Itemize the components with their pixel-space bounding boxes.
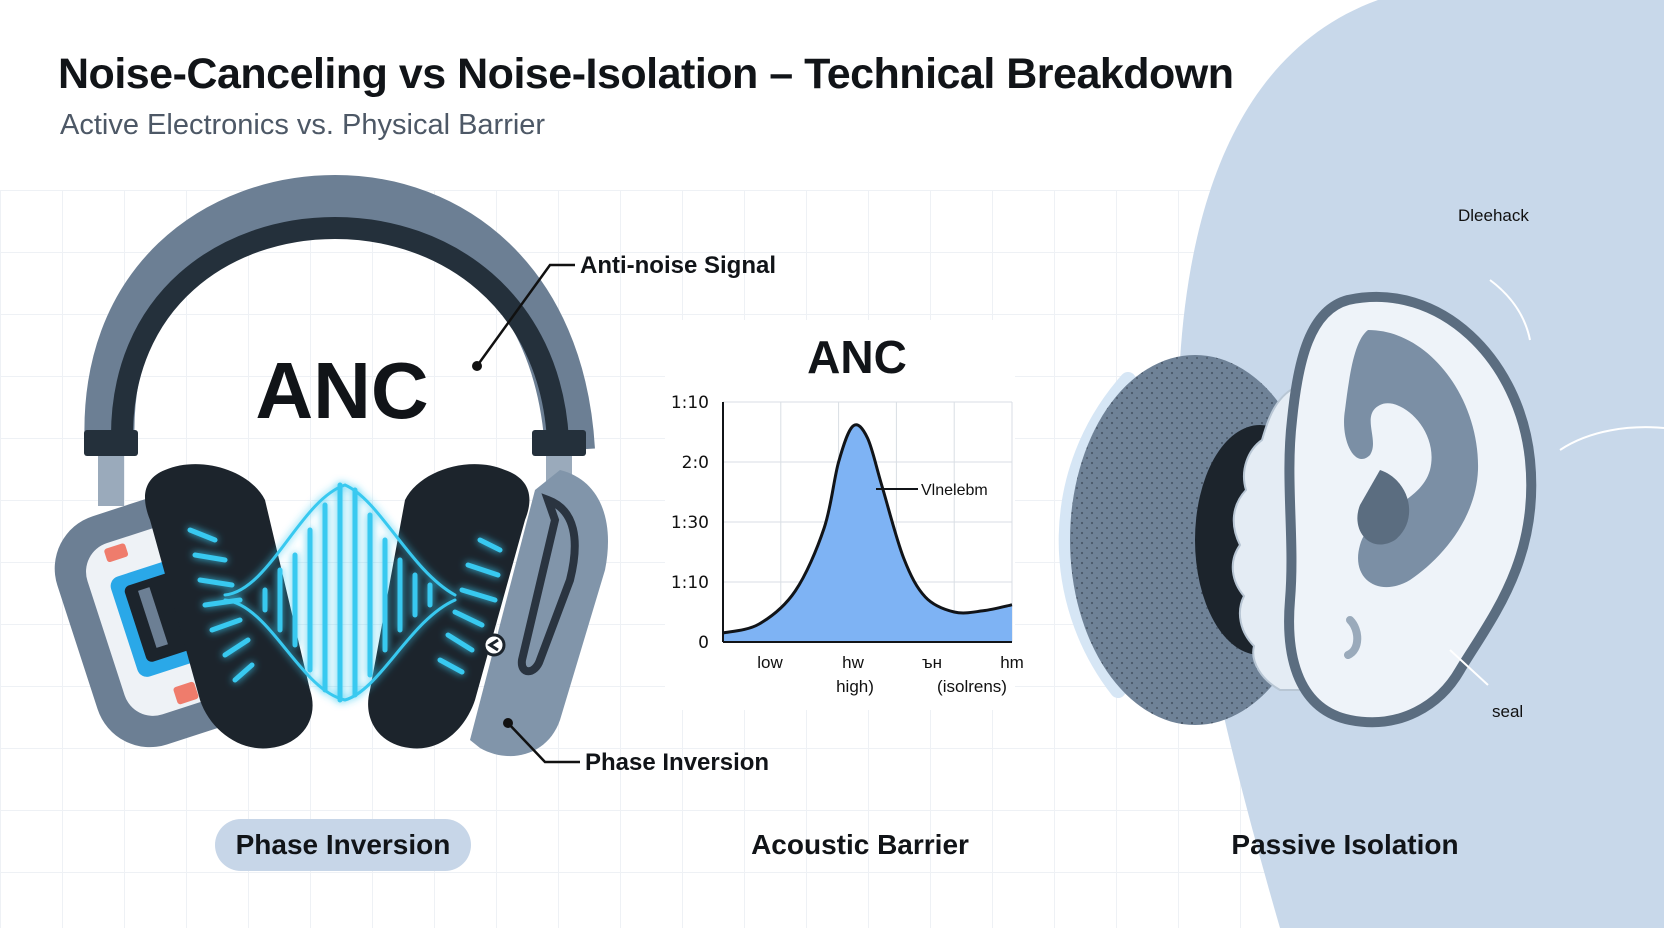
caption-passive-isolation: Passive Isolation (1231, 829, 1459, 860)
chart-x-tick-label: low (757, 653, 783, 672)
chart-line (722, 423, 1013, 635)
chart-x-tick-label: hw (842, 653, 864, 672)
chart-title: ANC (807, 331, 907, 383)
chart-x-tick-sublabel: high) (836, 677, 874, 696)
chart-x-tick-label: ън (922, 653, 942, 672)
anc-headphones-illustration: ANC Anti-noise Signal Phase Inversion (54, 174, 776, 776)
page-subtitle: Active Electronics vs. Physical Barrier (60, 109, 546, 141)
ear-label-top: Dleehack (1458, 206, 1529, 225)
chart-y-tick-label: 0 (698, 633, 709, 653)
chart-x-tick-sublabel: (isolrens) (937, 677, 1007, 696)
chart-x-tick-label: hm (1000, 653, 1024, 672)
anc-label: ANC (255, 346, 428, 435)
callout-line-top (475, 263, 575, 367)
anc-chart: ANC 0 1:10 1:30 2:0 1:10 low hw high) ън (isolre… (665, 320, 1024, 710)
callout-anti-noise-signal: Anti-noise Signal (580, 252, 776, 279)
chart-y-tick-label: 1:10 (671, 393, 709, 413)
chart-y-tick-label: 1:30 (671, 513, 709, 533)
chart-x-ticks: low hw high) ън (isolrens) hm (757, 653, 1024, 696)
chart-y-tick-label: 1:10 (671, 573, 709, 593)
peak-label: Vlnelebm (921, 482, 988, 499)
right-earpad (368, 464, 530, 749)
left-earpad (145, 464, 313, 749)
callout-phase-inversion: Phase Inversion (585, 749, 769, 776)
page-title: Noise-Canceling vs Noise-Isolation – Tec… (58, 50, 1234, 98)
passive-isolation-illustration: Dleehack seal (1058, 0, 1664, 928)
ear-label-seal: seal (1492, 702, 1523, 721)
headband (84, 174, 595, 452)
anti-noise-wave (187, 482, 503, 703)
ear-canal (1357, 470, 1410, 545)
caption-phase-inversion: Phase Inversion (215, 819, 471, 871)
chart-y-ticks: 0 1:10 1:30 2:0 1:10 (671, 393, 709, 653)
chart-y-tick-label: 2:0 (682, 453, 709, 473)
caption-acoustic-barrier: Acoustic Barrier (751, 829, 969, 860)
chart-area (723, 424, 1012, 642)
sound-wave-arc (1058, 372, 1136, 698)
callout-line-bottom (507, 722, 580, 764)
